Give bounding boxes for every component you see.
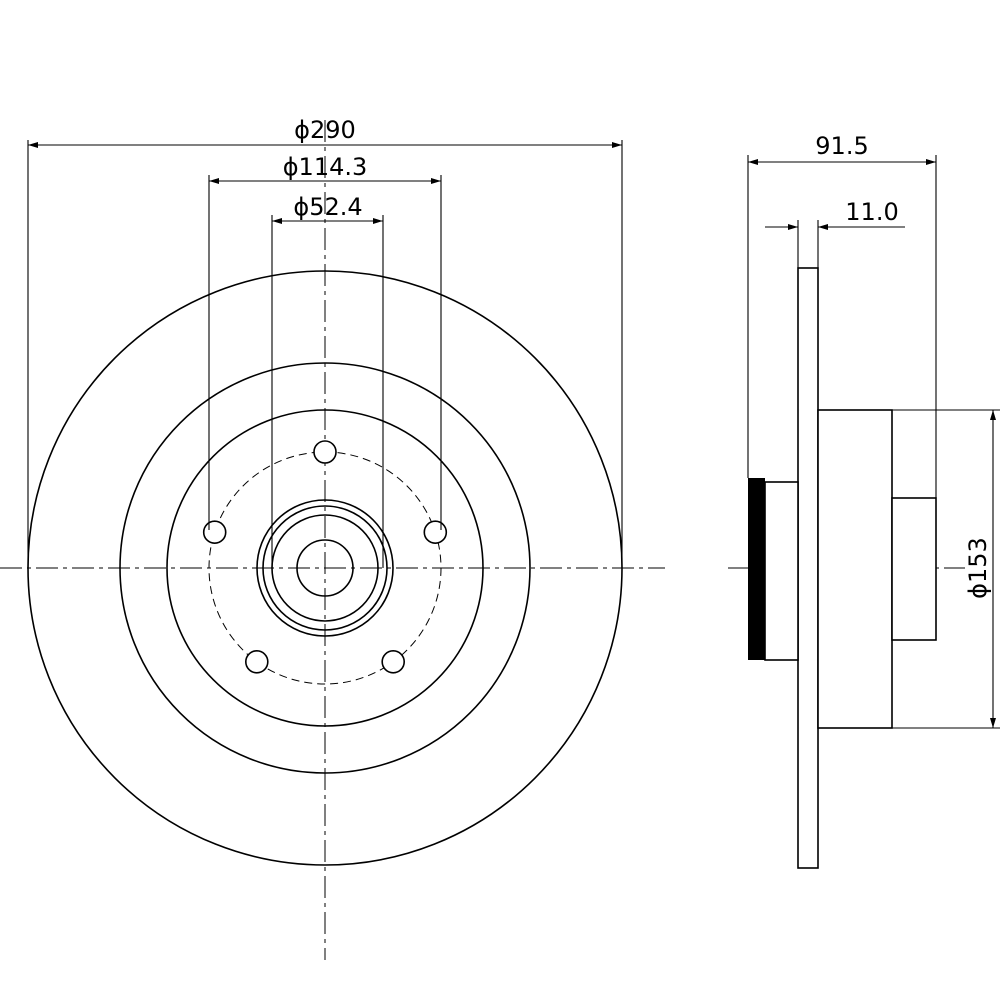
overall-height-label: 91.5 <box>815 132 868 160</box>
bolt-circle-label: ϕ114.3 <box>283 153 368 181</box>
side-view: 91.5 11.0 ϕ153 <box>728 132 1000 869</box>
outer-diameter-label: ϕ290 <box>294 116 356 144</box>
bolt-hole <box>202 520 227 545</box>
bolt-hole <box>423 520 448 545</box>
front-view: ϕ290 ϕ114.3 ϕ52.4 <box>0 116 665 960</box>
hat-outer-edge <box>166 409 484 727</box>
hub-seal-ring <box>262 505 388 631</box>
bearing-stub <box>891 497 937 641</box>
disc-thickness-label: 11.0 <box>845 198 898 226</box>
bolt-hole <box>313 440 337 464</box>
center-bore <box>296 539 354 597</box>
bolt-hole <box>244 649 269 674</box>
friction-ring-inner-edge <box>119 362 531 774</box>
seal-ring-black <box>748 478 765 660</box>
hub-outer-ring <box>256 499 394 637</box>
disc-plate <box>797 267 819 869</box>
center-bore-label: ϕ52.4 <box>293 193 362 221</box>
seal-flange <box>764 481 799 661</box>
hub-diameter-label: ϕ153 <box>964 537 992 599</box>
bolt-hole <box>381 649 406 674</box>
hub-body <box>817 409 893 729</box>
